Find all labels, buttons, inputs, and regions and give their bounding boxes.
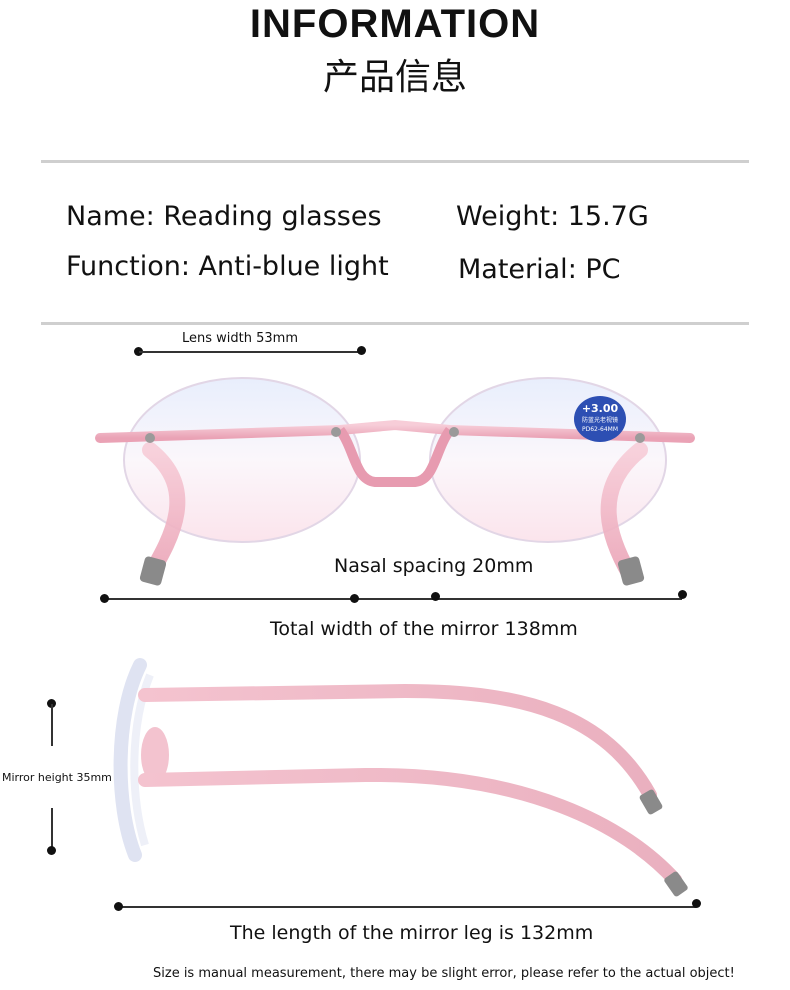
lens-width-dot-left bbox=[134, 347, 143, 356]
sticker-line2: PD62-64MM bbox=[581, 426, 619, 433]
spec-weight: Weight: 15.7G bbox=[456, 201, 649, 232]
bottom-divider bbox=[41, 322, 749, 325]
spec-material: Material: PC bbox=[458, 254, 621, 285]
page-subtitle: 产品信息 bbox=[322, 57, 467, 98]
page-title: INFORMATION bbox=[249, 2, 541, 46]
total-width-line bbox=[104, 598, 682, 600]
height-line-top bbox=[51, 704, 53, 746]
leg-length-dot-right bbox=[692, 899, 701, 908]
height-dot-bottom bbox=[47, 846, 56, 855]
footer-note: Size is manual measurement, there may be… bbox=[153, 966, 735, 981]
nasal-dot-right bbox=[431, 592, 440, 601]
leg-length-dot-left bbox=[114, 902, 123, 911]
nasal-dot-left bbox=[350, 594, 359, 603]
total-width-label: Total width of the mirror 138mm bbox=[270, 618, 578, 640]
height-line-bottom bbox=[51, 808, 53, 850]
total-width-dot-right bbox=[678, 590, 687, 599]
nasal-spacing-label: Nasal spacing 20mm bbox=[334, 555, 534, 577]
leg-length-line bbox=[118, 906, 696, 908]
sticker-power: +3.00 bbox=[581, 402, 619, 415]
top-divider bbox=[41, 160, 749, 163]
glasses-side-image bbox=[113, 658, 688, 897]
height-dot-top bbox=[47, 699, 56, 708]
spec-name: Name: Reading glasses bbox=[66, 201, 382, 232]
lens-width-dot-right bbox=[357, 346, 366, 355]
lens-width-label: Lens width 53mm bbox=[182, 331, 298, 346]
lens-width-line bbox=[139, 351, 361, 353]
power-sticker: +3.00 防蓝光老视镜 PD62-64MM bbox=[574, 396, 626, 442]
mirror-height-label: Mirror height 35mm bbox=[2, 771, 112, 784]
sticker-line1: 防蓝光老视镜 bbox=[581, 417, 618, 424]
total-width-dot-left bbox=[100, 594, 109, 603]
spec-function: Function: Anti-blue light bbox=[66, 251, 389, 282]
leg-length-label: The length of the mirror leg is 132mm bbox=[230, 922, 594, 944]
